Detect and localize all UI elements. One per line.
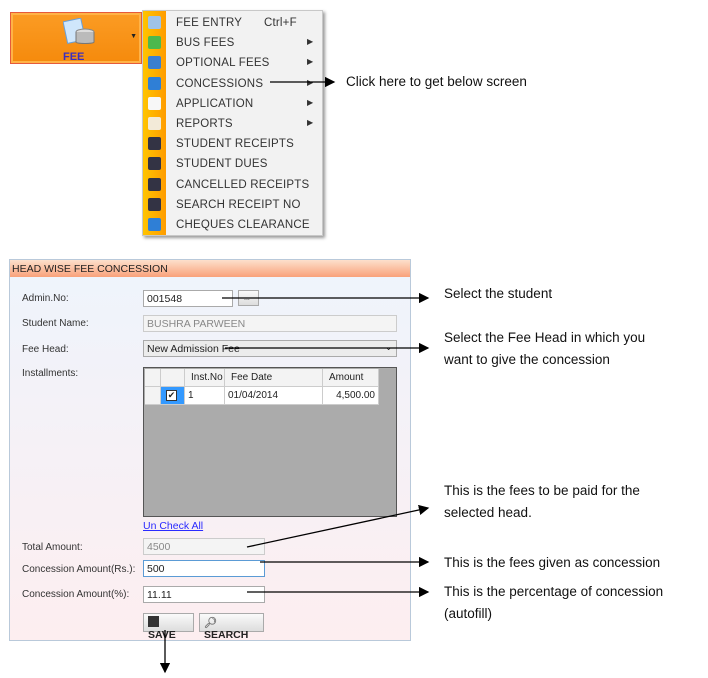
pages-icon [148, 117, 161, 130]
head-wise-fee-concession-panel: HEAD WISE FEE CONCESSION Admin.No: 00154… [9, 259, 411, 641]
arrow-total [246, 504, 430, 548]
row-checkbox-cell[interactable]: ✔ [161, 387, 185, 405]
submenu-arrow-icon: ▶ [307, 118, 314, 127]
search-button[interactable]: 🔎︎SEARCH [199, 613, 264, 641]
menu-item-optional-fees[interactable]: OPTIONAL FEES ▶ [143, 53, 322, 73]
row-checkbox[interactable]: ✔ [166, 390, 177, 401]
search-label: SEARCH [204, 629, 249, 641]
total-amount-label: Total Amount: [22, 542, 83, 553]
binoculars-icon [148, 137, 161, 151]
grid-header-amount[interactable]: Amount [323, 369, 379, 387]
menu-item-shortcut: Ctrl+F [264, 17, 297, 29]
concession-rs-label: Concession Amount(Rs.): [22, 564, 136, 575]
note-conc-rs: This is the fees given as concession [444, 555, 661, 570]
fee-head-value: New Admission Fee [147, 343, 240, 355]
bus-icon [148, 36, 161, 50]
menu-item-label: FEE ENTRY [176, 17, 243, 29]
menu-item-label: REPORTS [176, 118, 233, 130]
binoculars-icon [148, 157, 161, 171]
menu-item-label: CHEQUES CLEARANCE [176, 219, 310, 231]
menu-item-cheques-clearance[interactable]: CHEQUES CLEARANCE [143, 215, 322, 235]
note-line: selected head. [444, 505, 532, 520]
grid-check-header [161, 369, 185, 387]
menu-item-label: CANCELLED RECEIPTS [176, 178, 310, 191]
concession-rs-input[interactable]: 500 [143, 560, 265, 577]
note-line: Select the Fee Head in which you [444, 330, 646, 345]
installments-label: Installments: [22, 368, 79, 379]
concession-pct-input[interactable]: 11.11 [143, 586, 265, 603]
fee-menu: FEE ENTRY Ctrl+F BUS FEES ▶ OPTIONAL FEES ▶ CO… [142, 10, 323, 236]
menu-item-cancelled-receipts[interactable]: CANCELLED RECEIPTS [143, 175, 322, 195]
menu-item-label: APPLICATION [176, 97, 254, 110]
menu-item-student-receipts[interactable]: STUDENT RECEIPTS [143, 134, 322, 154]
note-line: This is the fees to be paid for the [444, 483, 640, 498]
cell-fee-date: 01/04/2014 [225, 387, 323, 405]
student-name-label: Student Name: [22, 318, 89, 329]
note-fee-head: Select the Fee Head in which you want to … [444, 327, 645, 371]
total-amount-input: 4500 [143, 538, 265, 555]
window-icon [148, 96, 161, 110]
monitor-minus-icon [148, 76, 161, 90]
cell-inst-no: 1 [185, 387, 225, 405]
menu-item-label: BUS FEES [176, 37, 235, 50]
menu-item-label: STUDENT DUES [176, 158, 268, 171]
binoculars-icon [148, 177, 161, 191]
documents-icon [148, 16, 161, 29]
lock-screen-icon [148, 56, 161, 70]
student-name-input: BUSHRA PARWEEN [143, 315, 397, 332]
note-line: (autofill) [444, 606, 493, 621]
fee-database-icon [63, 18, 95, 44]
menu-item-bus-fees[interactable]: BUS FEES ▶ [143, 33, 322, 53]
submenu-arrow-icon: ▶ [307, 37, 314, 47]
binoculars-icon [148, 197, 161, 211]
admin-no-input[interactable]: 001548 [143, 290, 233, 307]
cell-amount: 4,500.00 [323, 387, 379, 405]
save-label: SAVE [148, 629, 176, 641]
uncheck-all-link[interactable]: Un Check All [143, 520, 204, 532]
menu-item-label: SEARCH RECEIPT NO [176, 198, 301, 211]
menu-item-label: CONCESSIONS [176, 77, 264, 90]
note-student: Select the student [444, 286, 553, 301]
submenu-arrow-icon: ▶ [307, 97, 314, 107]
dropdown-arrow-icon[interactable]: ▼ [130, 33, 137, 40]
concession-pct-label: Concession Amount(%): [22, 589, 130, 600]
grid-header-inst-no[interactable]: Inst.No [185, 369, 225, 387]
note-concessions: Click here to get below screen [346, 74, 527, 89]
grid-header-fee-date[interactable]: Fee Date [225, 369, 323, 387]
menu-item-search-receipt-no[interactable]: SEARCH RECEIPT NO [143, 195, 322, 215]
row-header[interactable] [145, 387, 161, 405]
floppy-disk-icon [148, 616, 159, 627]
installments-grid: Inst.No Fee Date Amount ✔ 1 01/04/2014 4… [143, 367, 397, 517]
panel-title: HEAD WISE FEE CONCESSION [10, 260, 410, 277]
grid-corner [145, 369, 161, 387]
fee-ribbon-button[interactable]: FEE ▼ [10, 12, 142, 64]
menu-item-fee-entry[interactable]: FEE ENTRY Ctrl+F [143, 13, 322, 33]
menu-item-label: STUDENT RECEIPTS [176, 138, 295, 151]
note-conc-pct: This is the percentage of concession (aut… [444, 581, 663, 625]
note-line: want to give the concession [444, 352, 610, 367]
admin-no-label: Admin.No: [22, 293, 69, 304]
note-line: This is the percentage of concession [444, 584, 664, 599]
menu-item-label: OPTIONAL FEES [176, 57, 270, 70]
menu-item-student-dues[interactable]: STUDENT DUES [143, 154, 322, 174]
monitor-minus-icon [148, 218, 161, 231]
fee-head-label: Fee Head: [22, 344, 69, 355]
menu-item-application[interactable]: APPLICATION ▶ [143, 94, 322, 114]
menu-item-reports[interactable]: REPORTS ▶ [143, 114, 322, 134]
magnifier-icon: 🔎︎ [204, 617, 218, 629]
submenu-arrow-icon: ▶ [307, 57, 314, 67]
note-total: This is the fees to be paid for the selec… [444, 480, 640, 524]
save-button[interactable]: SAVE [143, 613, 194, 641]
fee-label: FEE [63, 51, 85, 63]
